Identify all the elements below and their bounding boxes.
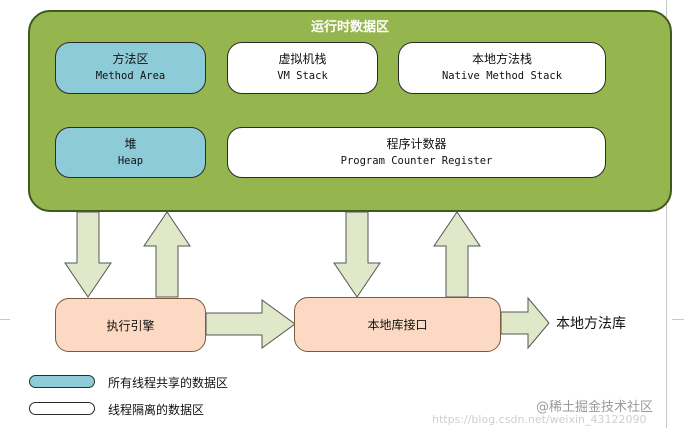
arrow-right-to-native-interface [205,299,296,349]
watermark-text: @稀土掘金技术社区 [536,400,654,415]
legend-swatch-shared [29,375,95,388]
execution-engine-block: 执行引擎 [55,298,206,352]
legend-label-shared: 所有线程共享的数据区 [108,376,229,390]
runtime-area-title: 运行时数据区 [310,20,389,35]
arrow-down-to-engine [64,211,112,298]
native-interface-block: 本地库接口 [294,297,501,352]
execution-engine-label: 执行引擎 [106,318,155,333]
arrow-right-to-native-library [500,296,550,350]
native-method-stack-block: 本地方法栈 Native Method Stack [398,42,606,94]
pc-register-block: 程序计数器 Program Counter Register [227,127,606,178]
pc-register-cn-label: 程序计数器 [386,136,447,151]
legend-swatch-isolated [29,402,95,415]
native-stack-en-label: Native Method Stack [441,70,563,82]
arrow-up-from-engine [143,211,191,298]
pc-register-en-label: Program Counter Register [340,154,493,167]
heap-en-label: Heap [117,154,144,167]
legend-label-isolated: 线程隔离的数据区 [108,403,205,417]
vm-stack-block: 虚拟机栈 VM Stack [227,42,378,94]
native-stack-cn-label: 本地方法栈 [471,52,532,66]
frame-line-right-dash [672,319,684,320]
watermark-url: https://blog.csdn.net/weixin_43122090 [432,413,647,426]
arrow-down-to-native-interface [333,211,381,298]
heap-cn-label: 堆 [124,136,137,151]
vm-stack-cn-label: 虚拟机栈 [278,52,327,66]
method-area-en-label: Method Area [95,70,166,82]
vm-stack-en-label: VM Stack [277,70,328,82]
method-area-block: 方法区 Method Area [55,42,206,94]
method-area-cn-label: 方法区 [112,52,149,66]
frame-line-left-dash [0,319,10,320]
arrow-up-from-native-interface [433,211,481,298]
native-library-label: 本地方法库 [556,316,626,332]
frame-line-right [666,0,667,428]
heap-block: 堆 Heap [55,127,206,178]
native-interface-label: 本地库接口 [367,318,428,332]
